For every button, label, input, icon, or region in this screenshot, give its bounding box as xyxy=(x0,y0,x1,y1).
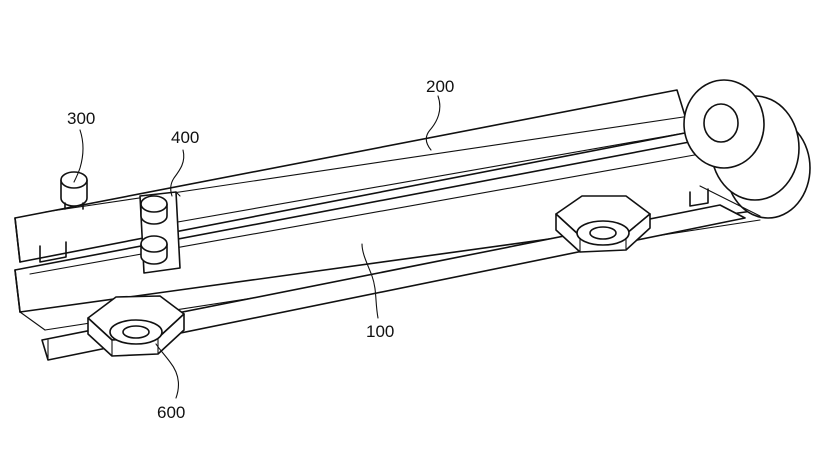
peg xyxy=(60,171,88,210)
label-200: 200 xyxy=(426,77,454,96)
leader-lines xyxy=(73,95,441,399)
label-600: 600 xyxy=(157,403,185,422)
pulley xyxy=(683,79,811,219)
hex-nut-left xyxy=(87,295,185,357)
hex-nut-right xyxy=(555,195,651,253)
reference-labels: 200 300 400 100 600 xyxy=(67,77,454,422)
label-300: 300 xyxy=(67,109,95,128)
clip xyxy=(139,191,181,274)
slot-notch xyxy=(39,188,709,263)
label-100: 100 xyxy=(366,322,394,341)
label-400: 400 xyxy=(171,128,199,147)
